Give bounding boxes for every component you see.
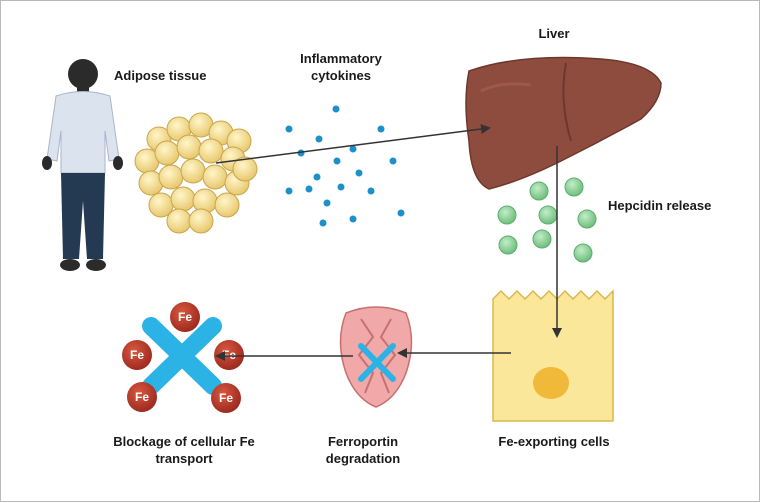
cytokines-label-line2: cytokines xyxy=(311,68,371,83)
fat-cell xyxy=(188,208,214,234)
iron-blockage-icon: Fe Fe Fe Fe Fe xyxy=(122,302,244,413)
liver-icon xyxy=(465,56,662,190)
cytokine-dot xyxy=(305,185,313,193)
cytokine-dot xyxy=(367,187,375,195)
fe-exporting-label: Fe-exporting cells xyxy=(498,434,609,449)
cytokine-particles xyxy=(285,105,405,227)
hepcidin-dot xyxy=(573,243,593,263)
fat-cell xyxy=(166,208,192,234)
svg-text:Fe: Fe xyxy=(178,310,192,324)
iron-ion-top: Fe xyxy=(170,302,200,332)
hepcidin-dot xyxy=(577,209,597,229)
adipose-to-liver-arrow xyxy=(215,124,491,164)
cytokine-dot xyxy=(337,183,345,191)
svg-text:Fe: Fe xyxy=(219,391,233,405)
iron-ion-right: Fe xyxy=(214,340,244,370)
cytokine-dot xyxy=(397,209,405,217)
fat-cell xyxy=(214,192,240,218)
cytokine-dot xyxy=(332,105,340,113)
svg-text:Fe: Fe xyxy=(222,348,236,362)
fat-cell xyxy=(154,140,180,166)
fat-cell xyxy=(198,138,224,164)
blockage-label-line2: transport xyxy=(155,451,213,466)
fat-cell xyxy=(158,164,184,190)
hepcidin-dot xyxy=(532,229,552,249)
cytokine-dot xyxy=(323,199,331,207)
cytokine-dot xyxy=(349,215,357,223)
svg-text:Fe: Fe xyxy=(130,348,144,362)
cytokine-dot xyxy=(349,145,357,153)
adipose-tissue-icon xyxy=(134,112,258,234)
human-figure-icon xyxy=(42,59,123,271)
fat-cell xyxy=(176,134,202,160)
cytokine-dot xyxy=(315,135,323,143)
iron-ion-bottom-left: Fe xyxy=(127,382,157,412)
hepcidin-dot xyxy=(564,177,584,197)
hepcidin-dot xyxy=(498,235,518,255)
hepcidin-dot xyxy=(538,205,558,225)
fat-cell xyxy=(202,164,228,190)
cytokine-dot xyxy=(355,169,363,177)
ferroportin-icon xyxy=(339,306,413,408)
cytokine-dot xyxy=(285,187,293,195)
ferroportin-label-line1: Ferroportin xyxy=(328,434,398,449)
svg-text:Fe: Fe xyxy=(135,390,149,404)
cytokine-dot xyxy=(333,157,341,165)
liver-label: Liver xyxy=(538,26,569,41)
cytokine-dot xyxy=(389,157,397,165)
iron-ion-left: Fe xyxy=(122,340,152,370)
iron-ion-bottom-right: Fe xyxy=(211,383,241,413)
adipose-label: Adipose tissue xyxy=(114,68,206,83)
hepcidin-dot xyxy=(529,181,549,201)
cytokines-label-line1: Inflammatory xyxy=(300,51,382,66)
blockage-label-line1: Blockage of cellular Fe xyxy=(113,434,255,449)
ferroportin-label-line2: degradation xyxy=(326,451,400,466)
fe-exporting-cell-icon xyxy=(492,289,614,422)
hepcidin-label: Hepcidin release xyxy=(608,198,711,213)
cytokine-dot xyxy=(319,219,327,227)
cytokine-dot xyxy=(313,173,321,181)
hepcidin-dot xyxy=(497,205,517,225)
fat-cell xyxy=(180,158,206,184)
cytokine-dot xyxy=(285,125,293,133)
hepcidin-particles xyxy=(497,177,597,263)
fat-cell xyxy=(232,156,258,182)
fat-cell xyxy=(170,186,196,212)
cytokine-dot xyxy=(377,125,385,133)
